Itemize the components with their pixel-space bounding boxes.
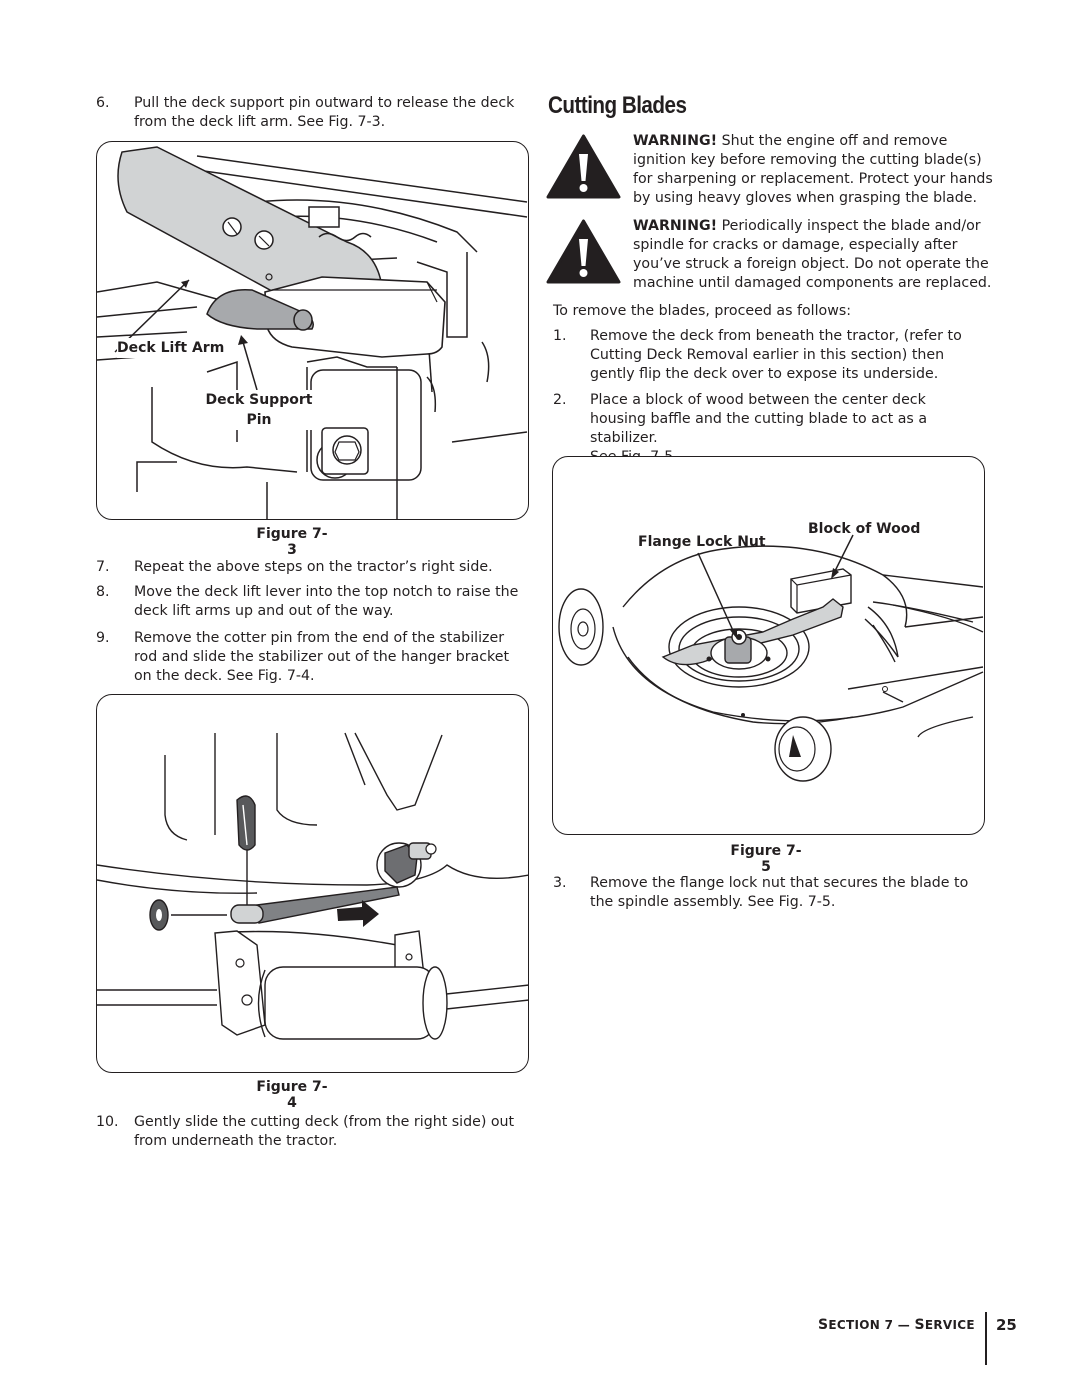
step-text: Remove the cotter pin from the end of th… (134, 630, 510, 684)
figure-7-4-caption: Figure 7-4 (256, 1079, 328, 1111)
step-text: Move the deck lift lever into the top no… (134, 584, 519, 619)
warning-label: WARNING! (633, 218, 718, 234)
intro-text: To remove the blades, proceed as follows… (553, 303, 851, 319)
deck-lift-illustration (97, 146, 528, 519)
warning-triangle-icon (546, 219, 621, 284)
section-title: Cutting Blades (548, 92, 687, 119)
step-number: 3. (553, 875, 567, 891)
footer-service-rest: ERVICE (924, 1318, 975, 1332)
warning-text: WARNING! Shut the engine off and remove … (633, 132, 993, 208)
footer-section-rest: ECTION 7 — (828, 1318, 915, 1332)
warning-text: WARNING! Periodically inspect the blade … (633, 217, 993, 293)
figure-7-3-caption: Figure 7-3 (256, 526, 328, 558)
label-deck-support-pin: Deck Support Pin (199, 390, 319, 430)
label-block-of-wood: Block of Wood (808, 521, 921, 537)
step-text: Gently slide the cutting deck (from the … (134, 1114, 515, 1149)
footer-divider (985, 1312, 987, 1365)
warning-body: Periodically inspect the blade and/or sp… (633, 218, 992, 291)
footer-section-label: SECTION 7 — SERVICE (818, 1317, 975, 1333)
figure-7-5-caption: Figure 7-5 (730, 843, 802, 875)
step-text: Pull the deck support pin outward to rel… (134, 95, 515, 130)
step-text: Place a block of wood between the center… (590, 392, 928, 446)
blade-illustration (558, 534, 984, 782)
stabilizer-illustration (97, 732, 528, 1040)
figure-7-4 (96, 694, 529, 1073)
warning-triangle-icon (546, 134, 621, 199)
label-deck-lift-arm: Deck Lift Arm (117, 338, 225, 358)
figure-7-3: Deck Lift Arm Deck Support Pin (96, 141, 529, 520)
step-number: 2. (553, 392, 567, 408)
label-line-2: Pin (246, 412, 272, 428)
step-number: 6. (96, 95, 110, 111)
label-line-1: Deck Support (205, 392, 313, 408)
label-flange-lock-nut: Flange Lock Nut (638, 534, 766, 550)
footer-service-initial: S (914, 1317, 925, 1333)
step-text: Remove the flange lock nut that secures … (590, 875, 969, 910)
step-number: 7. (96, 559, 110, 575)
figure-7-5: Block of Wood Flange Lock Nut (552, 456, 985, 835)
page-number: 25 (996, 1316, 1017, 1334)
warning-label: WARNING! (633, 133, 718, 149)
step-number: 8. (96, 584, 110, 600)
step-text: Repeat the above steps on the tractor’s … (134, 559, 493, 575)
warning-body: Shut the engine off and remove ignition … (633, 133, 993, 206)
step-number: 9. (96, 630, 110, 646)
step-number: 1. (553, 328, 567, 344)
footer-section-initial: S (818, 1317, 829, 1333)
step-text: Remove the deck from beneath the tractor… (590, 328, 962, 382)
step-number: 10. (96, 1114, 119, 1130)
